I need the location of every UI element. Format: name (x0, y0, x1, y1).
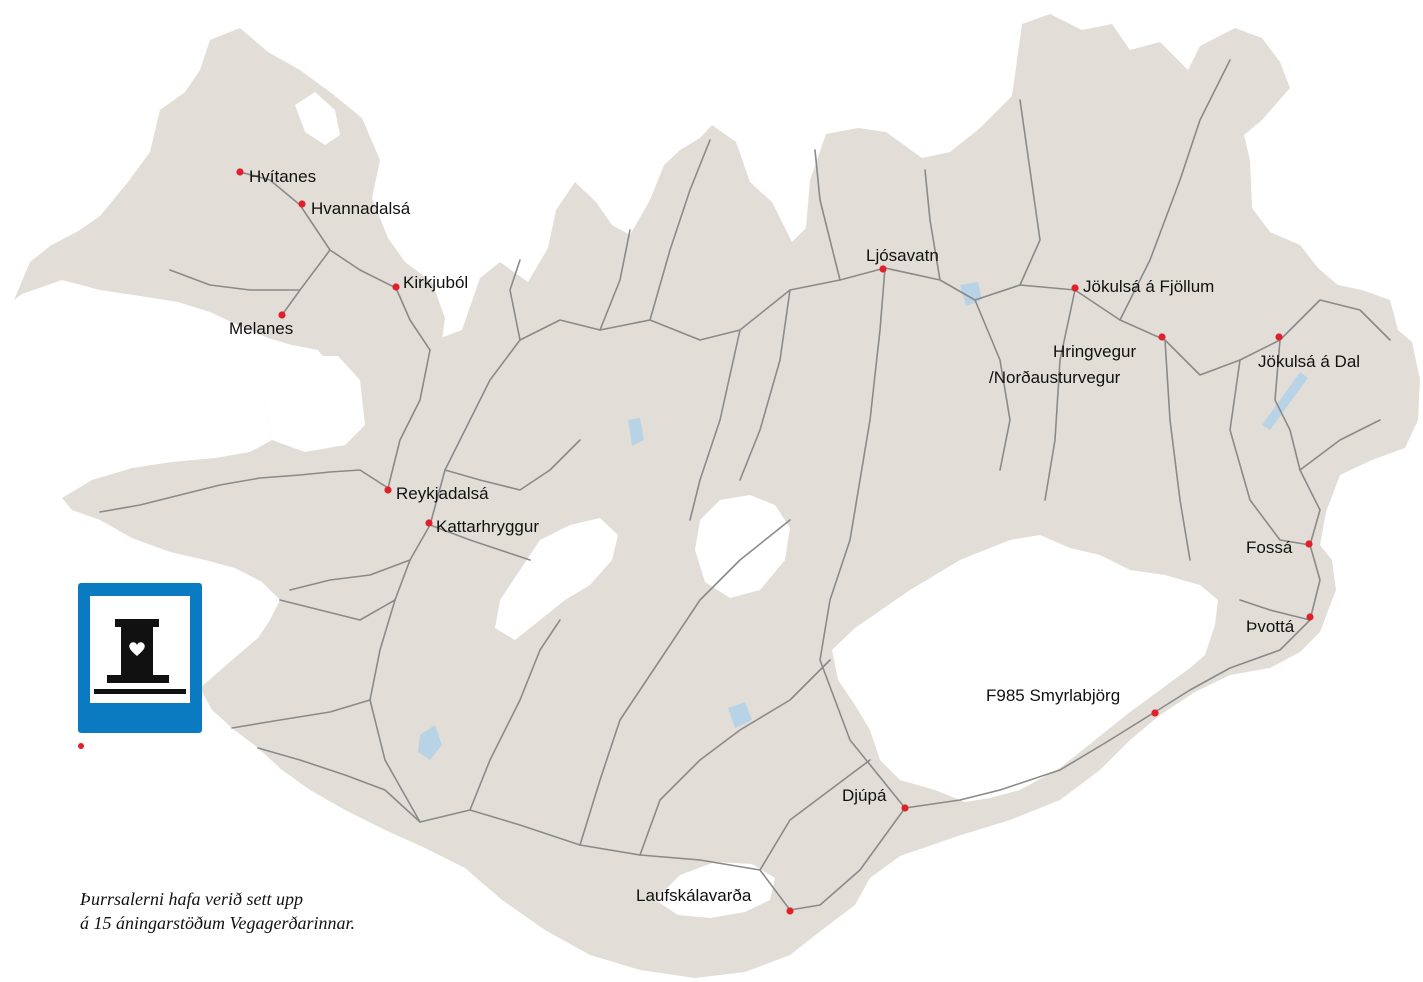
lake-blondulon (628, 418, 644, 446)
caption-line-2: á 15 áningarstöðum Vegagerðarinnar. (80, 913, 356, 933)
glacier-drangajokull (295, 92, 340, 145)
label-kattarhryggur: Kattarhryggur (436, 517, 539, 536)
label-hvannadalsa: Hvannadalsá (311, 199, 411, 218)
lake-thorisvatn (728, 702, 752, 728)
label-jokulsa-fjollum: Jökulsá á Fjöllum (1083, 277, 1215, 296)
marker-melanes[interactable] (278, 311, 286, 319)
marker-ljosavatn[interactable] (879, 265, 887, 273)
marker-kattarhryggur[interactable] (425, 519, 433, 527)
label-reykjadalsa: Reykjadalsá (396, 484, 489, 503)
marker-kirkjubol[interactable] (392, 283, 400, 291)
glacier-myrdalsjokull (655, 862, 775, 918)
lake-thingvallavatn (418, 725, 442, 760)
label-thvotta: Þvottá (1246, 617, 1295, 636)
dry-toilet-sign-icon (78, 583, 202, 733)
label-kirkjubol: Kirkjuból (403, 273, 469, 292)
label-hringvegur: Hringvegur (1053, 342, 1137, 361)
marker-hvannadalsa[interactable] (298, 200, 306, 208)
label-f985: F985 Smyrlabjörg (986, 686, 1121, 705)
glacier-langjokull (495, 518, 618, 640)
label-melanes: Melanes (229, 319, 294, 338)
label-fossa: Fossá (1246, 538, 1293, 557)
marker-jokulsa-fjollum[interactable] (1071, 284, 1079, 292)
marker-layer (236, 168, 1314, 915)
lake-lagarfljot (1262, 372, 1308, 430)
label-ljosavatn: Ljósavatn (866, 246, 939, 265)
marker-reykjadalsa[interactable] (384, 486, 392, 494)
marker-hringvegur[interactable] (1158, 333, 1166, 341)
bay-breidafjordur (265, 356, 365, 452)
label-djupa: Djúpá (842, 786, 887, 805)
heart-icon (129, 642, 145, 656)
caption-line-1: Þurrsalerni hafa verið sett upp (80, 889, 303, 909)
label-hringvegur-2: /Norðausturvegur (989, 368, 1121, 387)
marker-f985[interactable] (1151, 709, 1159, 717)
glacier-vatnajokull (832, 535, 1218, 802)
marker-jokulsa-dal[interactable] (1275, 333, 1283, 341)
marker-laufskalavarda[interactable] (786, 907, 794, 915)
marker-djupa[interactable] (901, 804, 909, 812)
label-laufskalavarda: Laufskálavarða (636, 886, 752, 905)
marker-hvitanes[interactable] (236, 168, 244, 176)
label-jokulsa-dal: Jökulsá á Dal (1258, 352, 1361, 371)
marker-thvotta[interactable] (1306, 613, 1314, 621)
marker-fossa[interactable] (1305, 540, 1313, 548)
legend-marker (78, 743, 84, 749)
map-caption: Þurrsalerni hafa verið sett upp á 15 áni… (80, 887, 355, 935)
glacier-hofsjokull (695, 495, 790, 598)
label-hvitanes: Hvítanes (249, 167, 317, 186)
road-network (99, 59, 1391, 911)
